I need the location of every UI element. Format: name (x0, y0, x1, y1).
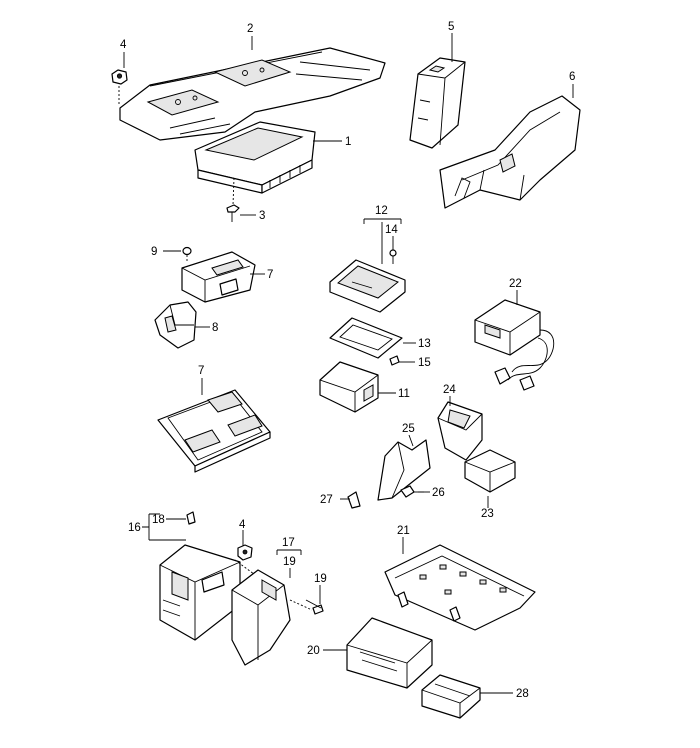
leader-lines (123, 33, 574, 694)
part-8-bracket (154, 301, 197, 349)
label-26: 26 (432, 487, 445, 499)
label-23: 23 (481, 508, 494, 520)
label-9: 9 (151, 246, 157, 258)
label-19-upper: 19 (283, 556, 296, 568)
label-7-small: 7 (267, 269, 273, 281)
label-18: 18 (152, 514, 165, 526)
part-16-control-unit (159, 544, 263, 641)
part-6-bracket (439, 95, 581, 209)
label-16: 16 (128, 522, 141, 534)
part-13-gasket (329, 317, 403, 359)
part-22-module-harness (474, 299, 555, 391)
label-19-lower: 19 (314, 573, 327, 585)
label-20: 20 (307, 645, 320, 657)
label-2: 2 (247, 23, 253, 35)
label-5: 5 (448, 21, 454, 33)
part-labels: 2 4 5 6 1 3 12 14 9 7 22 8 13 15 7 11 24… (120, 21, 575, 700)
part-15-clip (389, 355, 400, 366)
label-4-lower: 4 (239, 519, 246, 531)
part-28-module (421, 674, 481, 719)
label-1: 1 (345, 136, 351, 148)
part-9-cap (182, 246, 192, 262)
part-23-box (464, 449, 516, 493)
part-1-control-unit (194, 121, 316, 206)
part-17-bracket (231, 569, 313, 666)
label-11: 11 (398, 388, 410, 400)
part-11-box (319, 361, 379, 413)
part-14-screw (389, 249, 397, 264)
label-14: 14 (385, 224, 398, 236)
part-7-module-small (181, 251, 256, 303)
part-24-bracket (437, 401, 483, 461)
label-24: 24 (443, 384, 456, 396)
part-7-frame-large (157, 389, 271, 473)
label-6: 6 (569, 71, 575, 83)
part-5-module (409, 57, 466, 149)
label-8: 8 (212, 322, 218, 334)
part-3-screw (226, 204, 240, 222)
label-27: 27 (320, 494, 333, 506)
part-2-tray (119, 47, 386, 141)
part-4-nut-top (111, 69, 128, 106)
part-27-clip (347, 491, 361, 509)
part-4-nut-lower (237, 544, 253, 561)
label-13: 13 (418, 338, 431, 350)
label-4-top: 4 (120, 39, 127, 51)
part-20-module (346, 617, 433, 689)
label-7-large: 7 (198, 365, 204, 377)
part-12-cover (329, 259, 406, 313)
part-18-clip (186, 511, 196, 525)
label-22: 22 (509, 278, 522, 290)
part-25-bracket (377, 439, 431, 501)
label-12: 12 (375, 205, 388, 217)
label-21: 21 (397, 525, 410, 537)
label-28: 28 (516, 688, 529, 700)
part-21-tray (384, 544, 536, 631)
label-15: 15 (418, 357, 431, 369)
label-3: 3 (259, 210, 265, 222)
label-17: 17 (282, 537, 295, 549)
part-19-screw (305, 599, 324, 615)
label-25: 25 (402, 423, 415, 435)
